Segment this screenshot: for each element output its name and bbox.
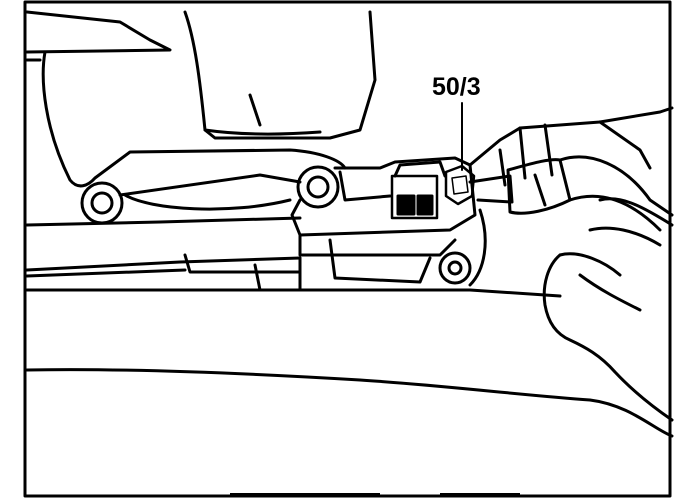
screwdriver-tool xyxy=(468,155,674,232)
hand xyxy=(542,197,674,422)
callout-label: 50/3 xyxy=(432,73,481,101)
figure-frame xyxy=(23,0,672,498)
mounting-bolt-left xyxy=(80,181,124,225)
lower-rail xyxy=(25,253,342,292)
engine-housing xyxy=(25,10,377,227)
mounting-bolt-center xyxy=(296,165,340,209)
cross-member xyxy=(25,288,674,438)
adjustment-screw xyxy=(444,164,476,206)
bracket-right xyxy=(468,106,674,287)
mounting-bolt-lower xyxy=(438,251,472,285)
